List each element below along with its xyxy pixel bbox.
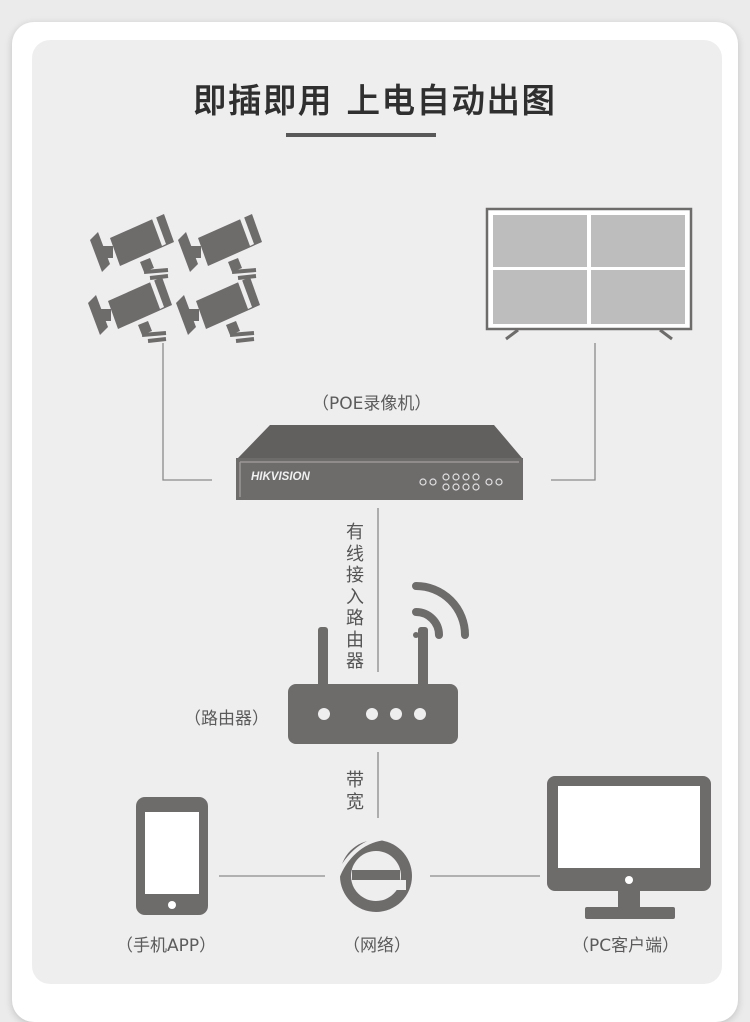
pc-label: （PC客户端）	[572, 936, 680, 956]
camera-icon	[174, 275, 262, 343]
phone-icon	[136, 797, 208, 915]
wired-connection-label: 有线接入路由器	[346, 522, 364, 672]
router-label: （路由器）	[184, 709, 269, 729]
phone-label: （手机APP）	[116, 936, 217, 956]
broadband-label: 带宽	[346, 770, 364, 813]
title-underline	[286, 133, 436, 137]
wifi-icon	[412, 582, 469, 639]
network-label: （网络）	[343, 936, 411, 956]
connector-lines	[162, 343, 596, 877]
page-title: 即插即用 上电自动出图	[193, 81, 557, 120]
camera-icon	[86, 275, 174, 343]
nvr-icon	[236, 425, 523, 500]
router-icon	[288, 627, 458, 744]
monitor-icon	[485, 207, 693, 341]
internet-icon	[332, 835, 412, 913]
pc-monitor-icon	[547, 776, 711, 919]
nvr-brand-logo: HIKVISION	[251, 471, 310, 483]
network-diagram: HIKVISION	[86, 207, 711, 919]
camera-to-nvr-line	[162, 343, 212, 481]
camera-icon	[88, 212, 176, 280]
camera-icon	[176, 212, 264, 280]
nvr-label: （POE录像机）	[312, 394, 432, 414]
monitor-to-nvr-line	[551, 343, 596, 481]
